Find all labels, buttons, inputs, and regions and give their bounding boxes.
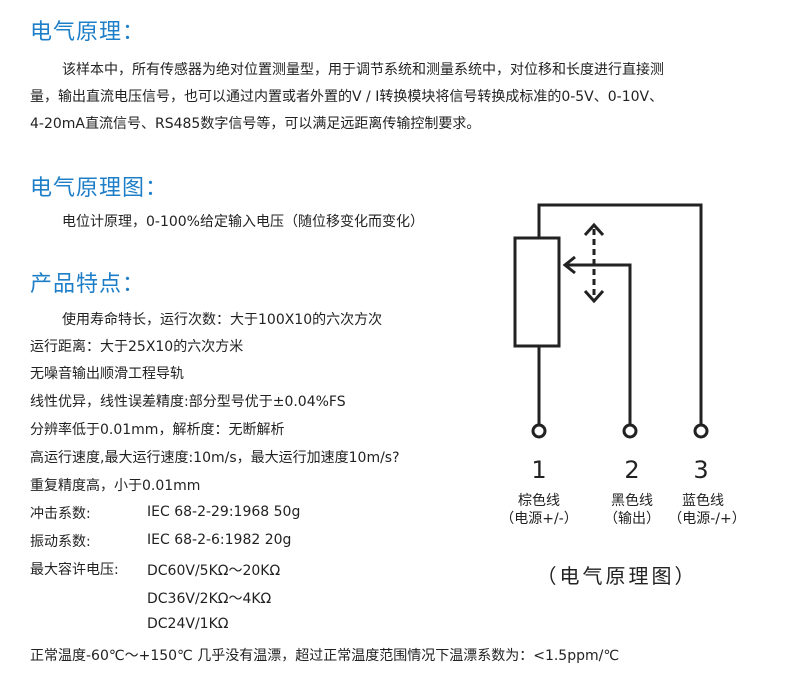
terminal-3-circle (693, 423, 709, 439)
spec-value-voltage-2: DC36V/2KΩ～4KΩ (147, 591, 272, 607)
terminal-1-color: 棕色线 (518, 492, 560, 509)
principle-line-3: 4-20mA直流信号、RS485数字信号等，可以满足远距离传输控制要求。 (30, 116, 481, 132)
feature-line-7: 重复精度高，小于0.01mm (30, 478, 201, 494)
spec-label-shock: 冲击系数: (30, 506, 91, 522)
terminal-3-number: 3 (693, 456, 708, 484)
resistor-body (513, 236, 561, 348)
diagram-title: （电气原理图） (537, 564, 698, 588)
section-heading-principle: 电气原理： (30, 20, 146, 45)
spec-value-shock: IEC 68-2-29:1968 50g (147, 504, 301, 520)
terminal-2-circle (622, 423, 638, 439)
spec-value-vibration: IEC 68-2-6:1982 20g (147, 532, 292, 548)
section-heading-diagram: 电气原理图： (30, 176, 169, 201)
temperature-line: 正常温度-60℃～+150℃ 几乎没有温漂，超过正常温度范围情况下温漂系数为：<… (30, 648, 620, 664)
terminal-1-role: （电源+/-） (500, 511, 578, 527)
feature-line-3: 无噪音输出顺滑工程导轨 (30, 366, 184, 382)
diagram-description: 电位计原理，0-100%给定输入电压（随位移变化而变化） (62, 214, 424, 230)
section-heading-features: 产品特点： (30, 272, 146, 297)
terminal-2-role: （输出） (604, 511, 660, 527)
terminal-1-number: 1 (531, 456, 546, 484)
spec-value-voltage-3: DC24V/1KΩ (147, 616, 229, 632)
terminal-3-color: 蓝色线 (682, 492, 724, 509)
terminal-2-color: 黑色线 (611, 492, 653, 509)
wire-terminal-3 (537, 203, 703, 427)
terminal-1-circle (531, 423, 547, 439)
feature-line-1: 使用寿命特长，运行次数：大于100X10的六次方次 (62, 312, 383, 328)
spec-label-vibration: 振动系数: (30, 534, 91, 550)
feature-line-6: 高运行速度,最大运行速度:10m/s，最大运行加速度10m/s? (30, 450, 400, 466)
feature-line-5: 分辨率低于0.01mm，解析度：无断解析 (30, 422, 285, 438)
potentiometer-circuit-diagram: 1 2 3 棕色线 黑色线 蓝色线 （电源+/-） （输出） （电源-/+） （… (500, 203, 746, 588)
terminal-3-role: （电源-/+） (668, 511, 746, 527)
wire-terminal-2 (565, 263, 632, 427)
principle-line-1: 该样本中，所有传感器为绝对位置测量型，用于调节系统和测量系统中，对位移和长度进行… (62, 62, 664, 78)
wiper-arrow-icon (562, 255, 576, 275)
principle-line-2: 量，输出直流电压信号，也可以通过内置或者外置的V / I转换模块将信号转换成标准… (30, 89, 664, 105)
feature-line-4: 线性优异，线性误差精度:部分型号优于±0.04%FS (30, 394, 346, 410)
spec-label-voltage: 最大容许电压: (30, 562, 119, 578)
arrow-down-icon (583, 289, 605, 304)
spec-value-voltage-1: DC60V/5KΩ～20KΩ (147, 563, 281, 579)
terminal-2-number: 2 (624, 456, 639, 484)
feature-line-2: 运行距离：大于25X10的六次方米 (30, 339, 244, 355)
arrow-up-icon (583, 222, 605, 237)
